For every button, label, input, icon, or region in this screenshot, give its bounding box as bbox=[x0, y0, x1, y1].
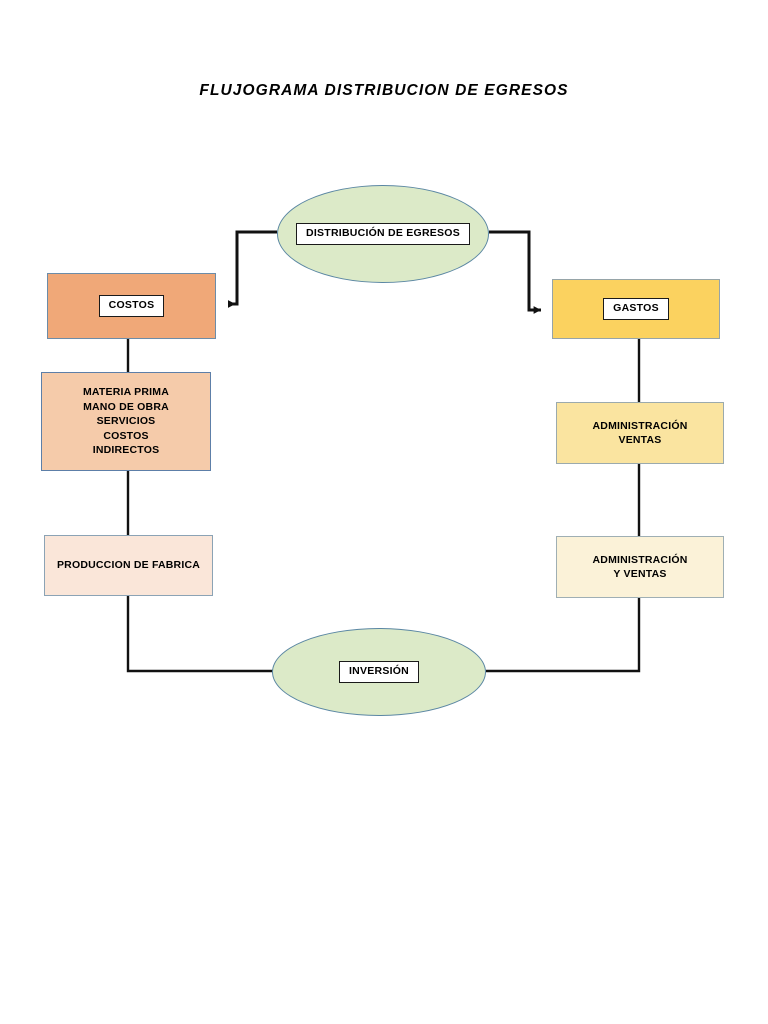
node-label-admventas: ADMINISTRACIÓN VENTAS bbox=[587, 419, 694, 448]
node-label-inversion: INVERSIÓN bbox=[338, 661, 419, 683]
node-label-produccion: PRODUCCION DE FABRICA bbox=[51, 558, 206, 572]
node-label-materia-line-4: COSTOS bbox=[103, 429, 149, 442]
node-label-materia: MATERIA PRIMA MANO DE OBRA SERVICIOS COS… bbox=[77, 385, 175, 457]
node-label-distribucion: DISTRIBUCIÓN DE EGRESOS bbox=[296, 223, 470, 245]
edge-distribucion-to-gastos bbox=[489, 230, 541, 314]
node-label-materia-line-3: SERVICIOS bbox=[96, 415, 156, 428]
edge-admyventas-to-inversion bbox=[486, 598, 641, 673]
node-inversion[interactable]: INVERSIÓN bbox=[272, 628, 486, 716]
edge-distribucion-to-costos bbox=[228, 230, 277, 308]
node-gastos[interactable]: GASTOS bbox=[552, 279, 720, 339]
edge-produccion-to-inversion bbox=[126, 596, 277, 673]
node-costos[interactable]: COSTOS bbox=[47, 273, 216, 339]
node-label-costos: COSTOS bbox=[98, 295, 165, 317]
node-administracion-ventas[interactable]: ADMINISTRACIÓN VENTAS bbox=[556, 402, 724, 464]
node-label-admventas-line-1: ADMINISTRACIÓN bbox=[592, 419, 688, 432]
node-label-admyventas-line-2: Y VENTAS bbox=[613, 568, 667, 580]
node-label-gastos: GASTOS bbox=[603, 298, 669, 320]
node-produccion-de-fabrica[interactable]: PRODUCCION DE FABRICA bbox=[44, 535, 213, 596]
node-label-produccion-line-1: PRODUCCION DE FABRICA bbox=[56, 559, 201, 572]
node-distribucion-de-egresos[interactable]: DISTRIBUCIÓN DE EGRESOS bbox=[277, 185, 489, 283]
node-label-admyventas-line-1: ADMINISTRACIÓN bbox=[592, 553, 688, 566]
node-label-materia-line-2: MANO DE OBRA bbox=[83, 400, 169, 413]
node-label-admyventas: ADMINISTRACIÓN Y VENTAS bbox=[587, 553, 694, 582]
node-label-materia-line-5: INDIRECTOS bbox=[92, 444, 160, 457]
node-label-materia-line-1: MATERIA PRIMA bbox=[82, 386, 169, 399]
node-label-admventas-line-2: VENTAS bbox=[618, 434, 662, 446]
node-materia-prima-mano-de-obra[interactable]: MATERIA PRIMA MANO DE OBRA SERVICIOS COS… bbox=[41, 372, 211, 471]
node-administracion-y-ventas[interactable]: ADMINISTRACIÓN Y VENTAS bbox=[556, 536, 724, 598]
page-title: FLUJOGRAMA DISTRIBUCION DE EGRESOS bbox=[199, 82, 569, 99]
